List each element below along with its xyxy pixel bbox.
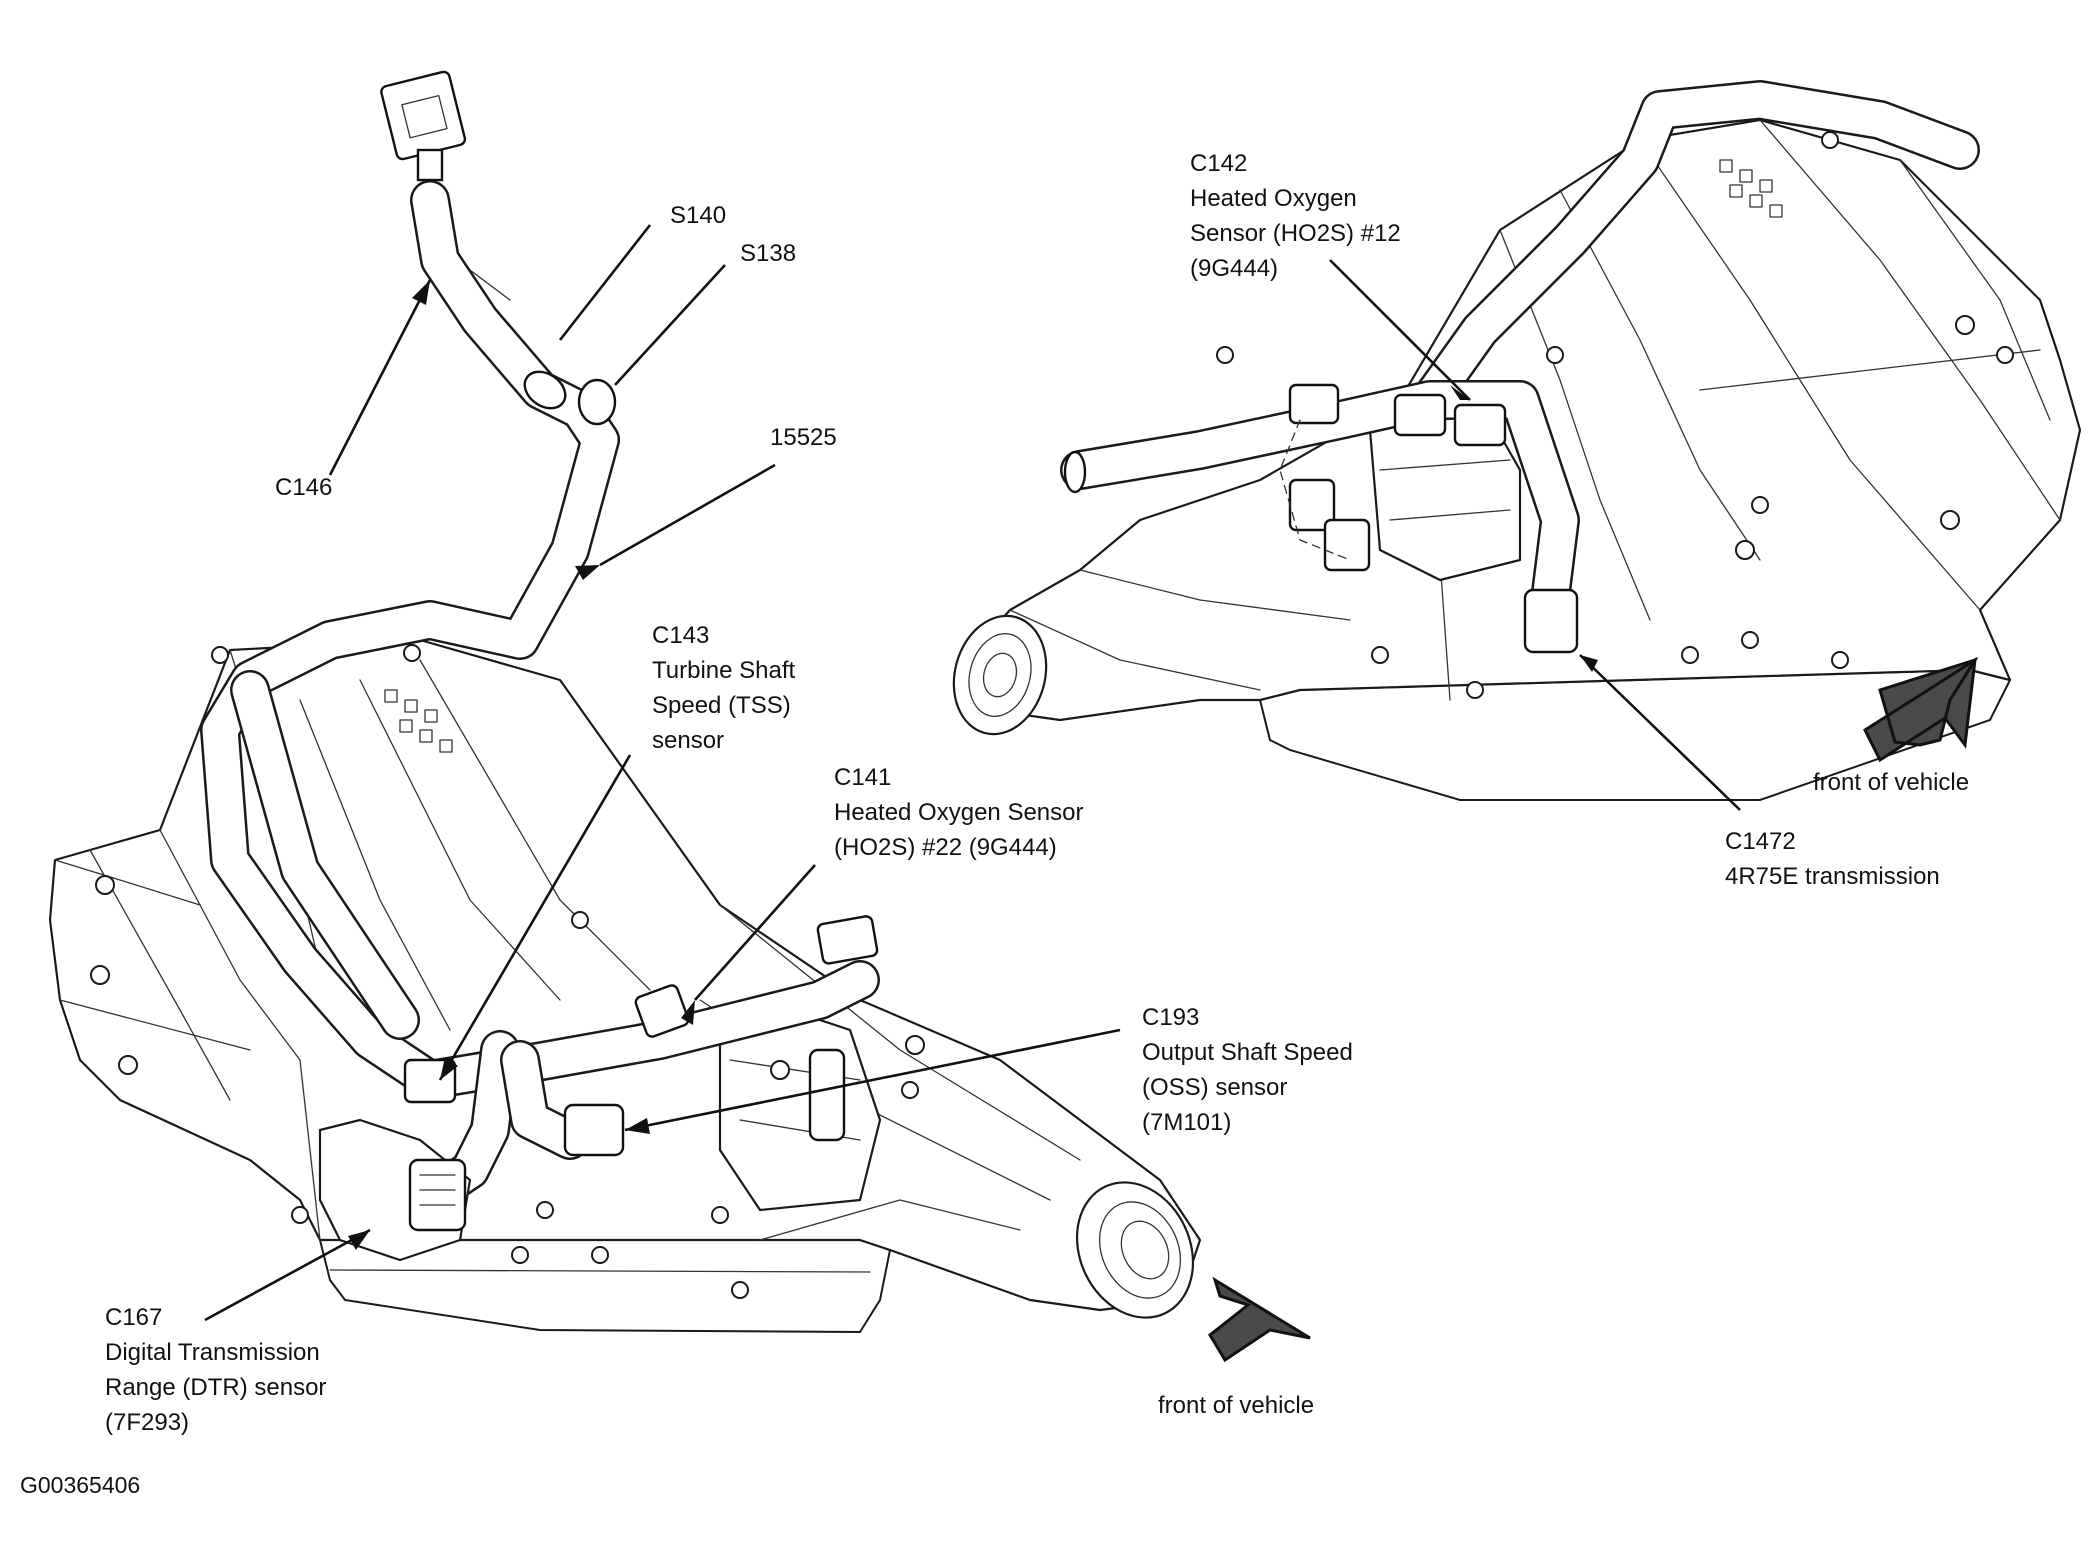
electrical-connector-icon [1323,518,1371,572]
bolt-head-icon [770,1060,790,1080]
bolt-head-icon [571,911,589,929]
bolt-head-icon [211,646,229,664]
figure-id-label: G00365406 [20,1472,141,1498]
bolt-head-icon [291,1206,309,1224]
splice-s138-label: S138 [740,240,797,267]
bolt-head-icon [1735,540,1755,560]
connector-c1472-label: C1472 4R75E transmission [1725,828,1940,890]
bolt-head-icon [731,1281,749,1299]
electrical-connector-icon [563,1103,625,1157]
front-direction-arrow-icon [1863,657,1979,763]
bolt-head-icon [1681,646,1699,664]
bolt-head-icon [901,1081,919,1099]
connector-c193-label: C193 Output Shaft Speed (OSS) sensor (7M… [1142,1004,1353,1136]
bolt-head-icon [403,644,421,662]
bolt-head-icon [1821,131,1839,149]
right-bolts [1216,131,2014,699]
connector-c141-label: C141 Heated Oxygen Sensor (HO2S) #22 (9G… [834,764,1084,861]
bolt-head-icon [591,1246,609,1264]
front-of-vehicle-label-right: front of vehicle [1813,769,1970,796]
left-bolts [90,644,925,1299]
connector-c142-label: C142 Heated Oxygen Sensor (HO2S) #12 (9G… [1190,150,1401,282]
electrical-connector-icon [380,70,467,161]
bolt-head-icon [711,1206,729,1224]
bolt-head-icon [1751,496,1769,514]
bolt-head-icon [511,1246,529,1264]
bolt-head-icon [1831,651,1849,669]
electrical-connector-icon [1393,393,1447,437]
bolt-head-icon [118,1055,138,1075]
connector-c167-label: C167 Digital Transmission Range (DTR) se… [105,1304,327,1436]
front-of-vehicle-label-left: front of vehicle [1158,1392,1315,1419]
leader-lines [204,224,1741,1322]
bolt-head-icon [1371,646,1389,664]
right-wiring-harness [1060,80,1980,654]
bolt-head-icon [90,965,110,985]
bolt-head-icon [536,1201,554,1219]
left-wiring-harness [200,70,880,1262]
bolt-head-icon [1741,631,1759,649]
electrical-connector-icon [1288,383,1340,425]
bolt-head-icon [1546,346,1564,364]
bolt-head-icon [1216,346,1234,364]
leader-arrowheads [348,280,1598,1250]
electrical-connector-icon [816,915,879,965]
front-direction-arrow-icon [1208,1276,1311,1363]
bolt-head-icon [1996,346,2014,364]
electrical-connector-icon [1523,588,1579,654]
bolt-head-icon [905,1035,925,1055]
bolt-head-icon [95,875,115,895]
harness-15525-label: 15525 [770,424,837,451]
bolt-head-icon [1940,510,1960,530]
electrical-connector-icon [634,984,690,1038]
electrical-connector-icon [1453,403,1507,447]
connector-c146-label: C146 [275,474,333,501]
connector-c143-label: C143 Turbine Shaft Speed (TSS) sensor [652,622,796,754]
electrical-connector-icon [408,1158,467,1232]
splice-s140-label: S140 [670,202,727,229]
bolt-head-icon [1466,681,1484,699]
bolt-head-icon [1955,315,1975,335]
